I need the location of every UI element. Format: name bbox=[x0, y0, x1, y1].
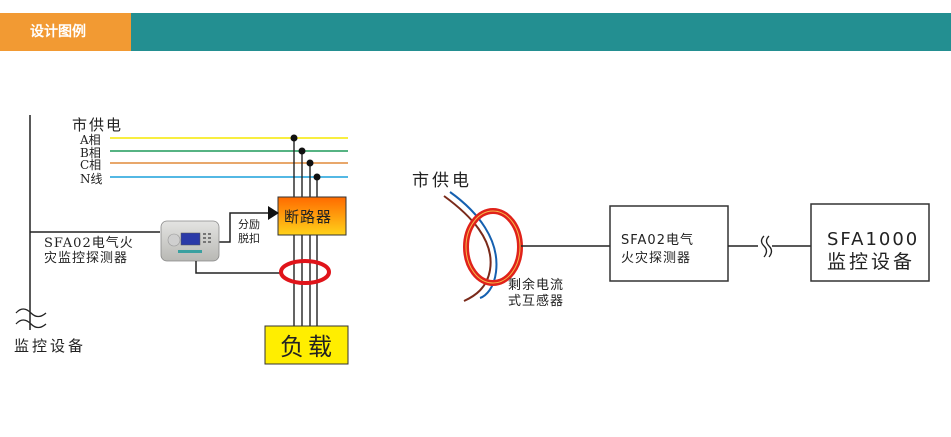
right-detector-label-2: 火灾探测器 bbox=[621, 250, 691, 266]
current-transformer-ring bbox=[279, 259, 331, 285]
sensor-label-1: 剩余电流 bbox=[508, 277, 564, 293]
load-box bbox=[264, 325, 349, 365]
shunt-trip-line bbox=[219, 212, 268, 243]
detector-screen bbox=[180, 232, 201, 246]
header-bar bbox=[0, 13, 951, 51]
header-tab[interactable]: 设计图例 bbox=[0, 13, 131, 51]
shunt-trip-label-1: 分励 bbox=[238, 218, 260, 231]
left-supply-label: 市供电 bbox=[72, 116, 123, 134]
right-detector-box bbox=[609, 205, 729, 282]
detector-device bbox=[160, 220, 220, 262]
supply-wire-brown bbox=[443, 195, 492, 302]
tap-conductors bbox=[293, 138, 318, 335]
phase-n-label: N线 bbox=[80, 172, 103, 186]
shunt-trip-label-2: 脱扣 bbox=[238, 231, 260, 245]
breaker-box bbox=[277, 196, 347, 236]
right-monitor-label-1: SFA1000 bbox=[827, 229, 919, 250]
left-monitor-label: 监控设备 bbox=[14, 337, 86, 355]
comm-break-icon-right bbox=[758, 235, 773, 258]
supply-wire-blue bbox=[449, 191, 498, 299]
detector-label-2: 灾监控探测器 bbox=[44, 250, 128, 266]
phase-a-label: A相 bbox=[79, 133, 101, 147]
right-monitor-box bbox=[810, 203, 930, 282]
tap-junction-dots bbox=[290, 134, 321, 181]
right-detector-label-1: SFA02电气 bbox=[621, 232, 694, 248]
ct-ring-highlight bbox=[465, 210, 521, 284]
detector-label-1: SFA02电气火 bbox=[44, 235, 134, 251]
right-supply-label: 市供电 bbox=[412, 171, 472, 191]
right-monitor-label-2: 监控设备 bbox=[827, 251, 915, 273]
comm-break-icon bbox=[15, 308, 47, 329]
breaker-label: 断路器 bbox=[284, 208, 332, 226]
load-label: 负载 bbox=[280, 333, 336, 361]
phase-lines bbox=[110, 137, 348, 178]
shunt-trip-arrowhead bbox=[268, 206, 279, 220]
sensor-wire bbox=[195, 261, 280, 274]
phase-c-label: C相 bbox=[80, 158, 101, 172]
sensor-label-2: 式互感器 bbox=[508, 293, 564, 309]
phase-b-label: B相 bbox=[80, 146, 101, 160]
